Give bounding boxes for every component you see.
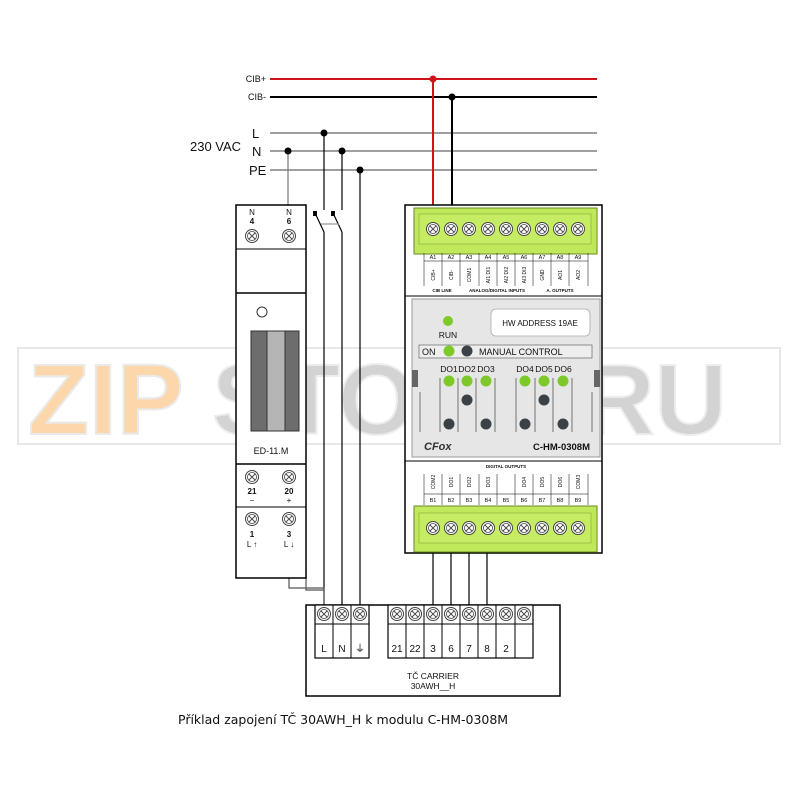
svg-text:DO4: DO4: [522, 477, 528, 488]
meter-terminal-1: 1: [250, 530, 255, 539]
svg-text:A4: A4: [485, 255, 492, 261]
svg-text:AI1 DI1: AI1 DI1: [486, 266, 492, 283]
carrier-unit: L N ⏚ 21 22 3 6 7 8 2 TČ CARRIER 30AWH__…: [305, 604, 561, 697]
svg-text:AI2 DI2: AI2 DI2: [504, 266, 510, 283]
energy-meter: N 4 N 6 ED-11.M 21 − 20 + 1 L ↑ 3 L ↓: [235, 204, 307, 579]
run-label: RUN: [439, 330, 457, 340]
meter-terminal-20: 20: [285, 487, 294, 496]
svg-text:B6: B6: [521, 498, 528, 504]
meter-terminal-21-sign: −: [250, 496, 255, 505]
svg-text:B9: B9: [575, 498, 582, 504]
svg-text:A3: A3: [466, 255, 473, 261]
carrier-title-line2: 30AWH__H: [411, 681, 456, 691]
run-led: [443, 316, 453, 326]
svg-text:DO5: DO5: [535, 364, 553, 374]
meter-top-terminal-1-name: N: [249, 208, 255, 217]
svg-text:B7: B7: [539, 498, 546, 504]
svg-text:DO1: DO1: [440, 364, 458, 374]
meter-terminal-3-dir: L ↓: [284, 540, 294, 549]
svg-text:7: 7: [466, 644, 472, 655]
svg-text:DO4: DO4: [516, 364, 534, 374]
module-model: C-HM-0308M: [533, 442, 590, 453]
svg-text:DO5: DO5: [540, 477, 546, 488]
hw-address: HW ADDRESS 19AE: [502, 319, 578, 328]
brand-logo: CFox: [424, 441, 452, 453]
svg-text:AO1: AO1: [558, 270, 564, 280]
on-label: ON: [422, 347, 436, 357]
svg-text:DO6: DO6: [558, 477, 564, 488]
svg-text:B4: B4: [485, 498, 492, 504]
svg-text:COM2: COM2: [431, 475, 437, 490]
meter-top-terminal-2-num: 6: [287, 217, 292, 226]
meter-terminal-20-sign: +: [287, 496, 292, 505]
svg-text:DO3: DO3: [477, 364, 495, 374]
carrier-terminal-pe: ⏚: [355, 643, 365, 655]
svg-text:6: 6: [448, 644, 454, 655]
pe-label: PE: [249, 163, 267, 178]
meter-model: ED-11.M: [254, 446, 289, 456]
top-terminal-labels: A1 A2 A3 A4 A5 A6 A7 A8 A9: [430, 255, 582, 261]
svg-text:DO2: DO2: [458, 364, 476, 374]
svg-text:A1: A1: [430, 255, 437, 261]
cfox-module: A1 A2 A3 A4 A5 A6 A7 A8 A9 CIB+ CIB- COM…: [404, 204, 603, 554]
group-analog-outputs: A. OUTPUTS: [546, 288, 573, 293]
svg-text:B8: B8: [557, 498, 564, 504]
svg-text:22: 22: [409, 644, 421, 655]
watermark-zip: ZIP: [28, 344, 184, 456]
top-signal-labels: CIB+ CIB- COM1 AI1 DI1 AI2 DI2 AI3 DI3 G…: [431, 266, 582, 283]
svg-text:AI3 DI3: AI3 DI3: [522, 266, 528, 283]
cib-plus-label: CIB+: [246, 74, 266, 84]
group-cib-line: CIB LINE: [432, 288, 451, 293]
svg-text:A5: A5: [503, 255, 510, 261]
manual-control-label: MANUAL CONTROL: [479, 347, 563, 357]
svg-text:A6: A6: [521, 255, 528, 261]
svg-text:A8: A8: [557, 255, 564, 261]
svg-text:COM3: COM3: [576, 475, 582, 490]
svg-text:A7: A7: [539, 255, 546, 261]
carrier-terminal-l: L: [321, 644, 327, 655]
svg-text:DO2: DO2: [467, 477, 473, 488]
meter-top-terminal-2-name: N: [286, 208, 292, 217]
on-led: [443, 345, 455, 357]
svg-text:GND: GND: [540, 269, 546, 281]
carrier-title-line1: TČ CARRIER: [407, 671, 459, 681]
svg-text:A2: A2: [448, 255, 455, 261]
meter-terminal-1-dir: L ↑: [247, 540, 257, 549]
n-label: N: [252, 144, 261, 159]
svg-text:B5: B5: [503, 498, 510, 504]
svg-text:DO6: DO6: [554, 364, 572, 374]
svg-text:B3: B3: [466, 498, 473, 504]
group-digital-outputs: DIGITAL OUTPUTS: [486, 464, 526, 469]
supply-label: 230 VAC: [190, 139, 241, 154]
meter-terminal-21: 21: [248, 487, 257, 496]
svg-text:3: 3: [430, 644, 436, 655]
manual-control-button[interactable]: [461, 345, 473, 357]
top-screws: [426, 222, 585, 236]
svg-text:B2: B2: [448, 498, 455, 504]
bottom-screws: [426, 521, 585, 535]
do-leds: [443, 375, 569, 387]
svg-text:AO2: AO2: [576, 270, 582, 280]
group-analog-inputs: ANALOG/DIGITAL INPUTS: [469, 288, 525, 293]
watermark: ZIP STORE.RU: [17, 343, 781, 457]
svg-text:CIB-: CIB-: [449, 270, 455, 280]
diagram-caption: Příklad zapojení TČ 30AWH_H k modulu C-H…: [178, 712, 509, 727]
bus-lines: CIB+ CIB- 230 VAC L N PE: [190, 74, 597, 178]
meter-top-terminal-1-num: 4: [250, 217, 255, 226]
carrier-terminal-n: N: [338, 644, 345, 655]
svg-text:CIB+: CIB+: [431, 269, 437, 280]
svg-text:8: 8: [484, 644, 490, 655]
wires: [251, 75, 488, 605]
svg-text:DO1: DO1: [449, 477, 455, 488]
l-label: L: [252, 126, 259, 141]
svg-text:A9: A9: [575, 255, 582, 261]
svg-text:21: 21: [391, 644, 403, 655]
svg-text:B1: B1: [430, 498, 437, 504]
cib-minus-label: CIB-: [248, 92, 266, 102]
meter-terminal-3: 3: [287, 530, 292, 539]
svg-text:COM1: COM1: [467, 268, 473, 283]
svg-text:2: 2: [503, 644, 509, 655]
do-manual-buttons[interactable]: [443, 394, 569, 430]
svg-text:DO3: DO3: [486, 477, 492, 488]
